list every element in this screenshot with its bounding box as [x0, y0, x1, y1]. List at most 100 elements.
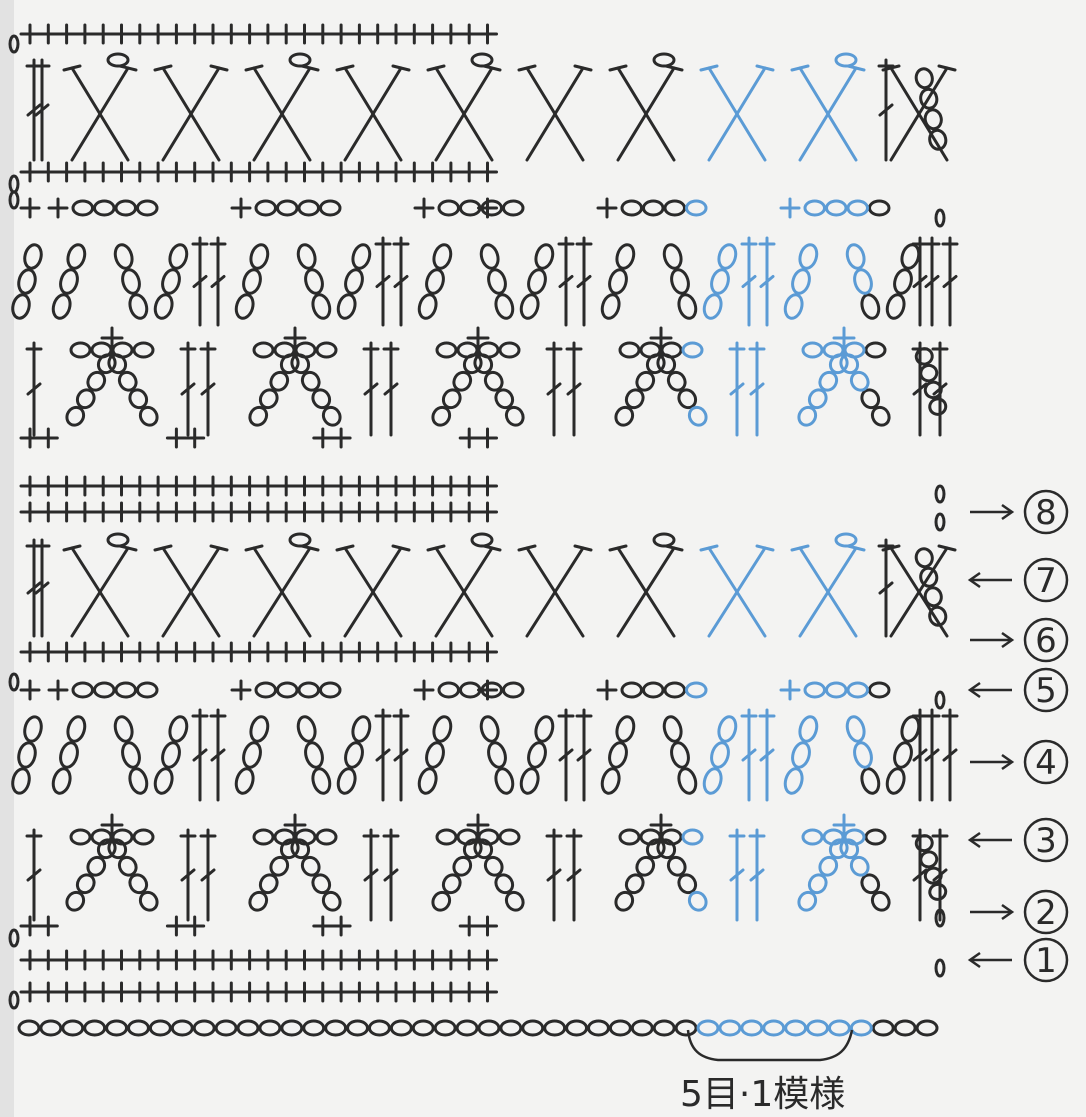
chain-symbol — [248, 243, 270, 271]
chain-symbol — [504, 201, 524, 215]
chain-symbol — [457, 1021, 477, 1035]
single-crochet-symbol — [58, 25, 76, 43]
chain-symbol — [665, 201, 685, 215]
single-crochet-symbol — [76, 163, 94, 181]
chain-symbol — [58, 268, 80, 296]
chain-symbol — [16, 741, 37, 769]
double-crochet-symbol — [913, 710, 927, 800]
chain-symbol — [892, 741, 914, 769]
single-crochet-symbol — [479, 477, 497, 495]
single-crochet-symbol — [332, 25, 350, 43]
single-crochet-symbol — [186, 477, 204, 495]
chain-symbol — [127, 767, 149, 795]
single-crochet-symbol — [76, 503, 94, 521]
chain-symbol — [885, 293, 907, 321]
crossed-double-crochet-symbol — [610, 66, 682, 160]
single-crochet-symbol — [598, 199, 616, 217]
single-crochet-symbol — [21, 983, 39, 1001]
single-crochet-symbol — [167, 917, 185, 935]
single-crochet-symbol — [314, 983, 332, 1001]
chain-symbol — [303, 741, 325, 769]
single-crochet-symbol — [186, 643, 204, 661]
single-crochet-symbol — [460, 983, 478, 1001]
chain-symbol — [607, 741, 629, 769]
chain-symbol — [919, 850, 938, 869]
chain-symbol — [702, 293, 724, 321]
single-crochet-symbol — [241, 163, 259, 181]
single-crochet-symbol — [94, 477, 112, 495]
row-marker-1: 1 — [970, 939, 1067, 981]
double-crochet-symbol — [559, 710, 573, 800]
chain-symbol — [413, 1021, 433, 1035]
single-crochet-symbol — [241, 503, 259, 521]
chain-symbol — [589, 1021, 609, 1035]
chain-symbol — [234, 293, 256, 321]
chain-symbol — [391, 1021, 411, 1035]
chain-symbol — [303, 268, 325, 296]
chain-symbol — [160, 268, 182, 296]
pattern-repeat-highlight — [683, 54, 874, 1035]
double-crochet-symbol — [567, 343, 581, 435]
single-crochet-symbol — [332, 983, 350, 1001]
chain-symbol — [676, 293, 698, 321]
row-marker-5: 5 — [970, 669, 1067, 711]
single-crochet-symbol — [369, 643, 387, 661]
chain-symbol — [866, 830, 885, 844]
double-crochet-symbol — [925, 710, 939, 800]
single-crochet-symbol — [131, 477, 149, 495]
chain-symbol — [764, 1021, 784, 1035]
single-crochet-symbol — [387, 163, 405, 181]
chain-symbol — [317, 343, 336, 357]
single-crochet-symbol — [387, 25, 405, 43]
single-crochet-symbol — [94, 25, 112, 43]
single-crochet-symbol — [442, 163, 460, 181]
single-crochet-symbol — [350, 477, 368, 495]
chain-symbol — [296, 243, 318, 271]
single-crochet-symbol — [204, 951, 222, 969]
single-crochet-symbol — [149, 163, 167, 181]
single-crochet-symbol — [415, 199, 433, 217]
chain-symbol — [641, 343, 660, 357]
chain-symbol — [654, 54, 674, 66]
chain-symbol — [607, 268, 629, 296]
double-crochet-symbol — [547, 343, 561, 435]
double-crochet-symbol — [27, 830, 41, 920]
crossed-double-crochet-symbol — [337, 546, 409, 636]
row-marker-2: 2 — [970, 891, 1067, 933]
crossed-double-crochet-symbol — [519, 66, 591, 160]
chain-symbol — [665, 683, 685, 697]
chain-symbol — [848, 201, 868, 215]
chain-symbol — [829, 1021, 849, 1035]
chain-symbol — [742, 1021, 762, 1035]
single-crochet-symbol — [350, 503, 368, 521]
double-crochet-symbol — [394, 238, 408, 325]
single-crochet-symbol — [369, 477, 387, 495]
chain-symbol — [241, 741, 263, 769]
chain-symbol — [234, 767, 256, 795]
single-crochet-symbol — [314, 917, 332, 935]
single-crochet-symbol — [259, 163, 277, 181]
single-crochet-symbol — [296, 983, 314, 1001]
chain-symbol — [153, 293, 175, 321]
single-crochet-symbol — [350, 25, 368, 43]
chain-symbol — [73, 201, 93, 215]
chain-symbol — [873, 1021, 893, 1035]
single-crochet-symbol — [424, 983, 442, 1001]
single-crochet-symbol — [149, 951, 167, 969]
double-crochet-symbol — [364, 830, 378, 920]
arrow-left-icon — [970, 573, 1012, 587]
single-crochet-symbol — [405, 163, 423, 181]
chain-symbol — [702, 767, 724, 795]
chain-symbol — [85, 1021, 105, 1035]
single-crochet-symbol — [479, 503, 497, 521]
single-crochet-symbol — [76, 643, 94, 661]
arrow-left-icon — [970, 833, 1012, 847]
single-crochet-symbol — [479, 25, 497, 43]
single-crochet-symbol — [332, 917, 350, 935]
chain-symbol — [716, 243, 738, 271]
arrow-right-icon — [970, 905, 1012, 919]
single-crochet-symbol — [332, 429, 350, 447]
single-crochet-symbol — [259, 503, 277, 521]
chain-symbol — [278, 683, 298, 697]
single-crochet-symbol — [442, 643, 460, 661]
